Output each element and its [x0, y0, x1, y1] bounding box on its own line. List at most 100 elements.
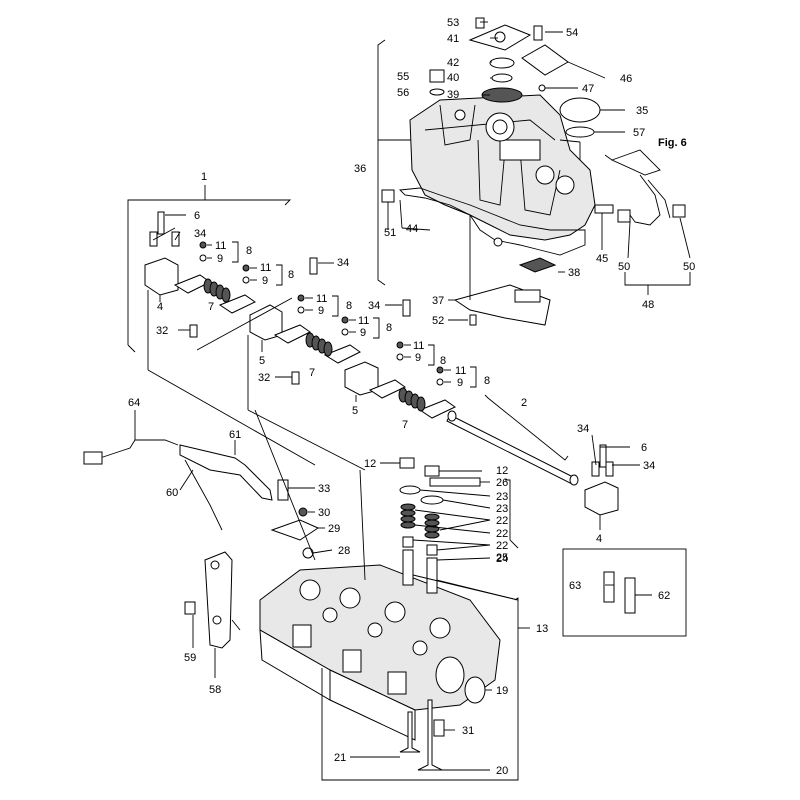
callout-19: 19	[496, 685, 508, 697]
rocker-support-4	[144, 257, 179, 296]
part-21	[399, 711, 421, 753]
callout-9b: 9	[262, 275, 268, 287]
callout-38: 38	[568, 267, 580, 279]
part-19	[464, 676, 486, 704]
cover-gasket	[399, 187, 586, 256]
callout-41: 41	[447, 33, 459, 45]
part-40	[491, 73, 513, 83]
callout-5a: 5	[259, 355, 265, 367]
callout-59: 59	[184, 652, 196, 664]
callout-63: 63	[569, 580, 581, 592]
figure-reference: Fig. 6	[658, 137, 687, 149]
spring-7c	[398, 387, 426, 412]
valve-stack-right	[420, 465, 481, 594]
callout-58: 58	[209, 684, 221, 696]
part-42	[489, 57, 515, 69]
callout-57: 57	[633, 127, 645, 139]
callout-29: 29	[328, 523, 340, 535]
callout-34c: 34	[368, 300, 380, 312]
part-28	[302, 547, 314, 559]
callout-8d: 8	[386, 322, 392, 334]
callout-8c: 8	[346, 300, 352, 312]
callout-8b: 8	[288, 269, 294, 281]
part-61	[179, 444, 273, 501]
callout-31: 31	[462, 725, 474, 737]
part-35	[559, 97, 601, 123]
callout-47: 47	[582, 83, 594, 95]
part-54	[533, 25, 543, 41]
cylinder-head-assembly	[83, 409, 687, 781]
callout-11a: 11	[215, 240, 226, 252]
callout-28: 28	[338, 545, 350, 557]
part-56	[429, 88, 445, 96]
callout-53: 53	[447, 17, 459, 29]
callout-4b: 4	[596, 533, 602, 545]
inset-box	[562, 548, 687, 637]
part-33	[277, 479, 289, 501]
callout-26: 26	[496, 477, 508, 489]
callout-37: 37	[432, 295, 444, 307]
callout-34b: 34	[337, 257, 349, 269]
callout-11d: 11	[358, 315, 369, 327]
callout-33: 33	[318, 483, 330, 495]
callout-21: 21	[334, 752, 346, 764]
part-46	[521, 44, 569, 76]
callout-23b: 23	[496, 503, 508, 515]
part-58	[204, 551, 233, 649]
callout-54: 54	[566, 27, 578, 39]
callout-9d: 9	[360, 327, 366, 339]
callout-8f: 8	[484, 375, 490, 387]
callout-22a: 22	[496, 515, 508, 527]
spring-7b	[305, 332, 333, 357]
part-53	[475, 17, 485, 29]
callout-51: 51	[384, 227, 396, 239]
part-59	[184, 601, 196, 615]
part-29	[270, 519, 320, 541]
callout-12b: 12	[496, 465, 508, 477]
callout-7b: 7	[309, 367, 315, 379]
callout-55: 55	[397, 71, 409, 83]
callout-11f: 11	[455, 365, 466, 377]
callout-9f: 9	[457, 377, 463, 389]
callout-11c: 11	[316, 293, 327, 305]
valve-stack-left	[399, 457, 421, 586]
rocker-arm-assembly	[127, 185, 640, 530]
callout-56: 56	[397, 87, 409, 99]
callout-61: 61	[229, 429, 241, 441]
callout-32a: 32	[156, 325, 168, 337]
callout-39: 39	[447, 89, 459, 101]
callout-4a: 4	[157, 301, 163, 313]
callout-34e: 34	[643, 460, 655, 472]
callout-46: 46	[620, 73, 632, 85]
callout-32b: 32	[258, 372, 270, 384]
callout-23a: 23	[496, 491, 508, 503]
callout-1: 1	[201, 171, 207, 183]
callout-9a: 9	[217, 253, 223, 265]
rocker-support-4b	[584, 481, 619, 516]
callout-13: 13	[536, 623, 548, 635]
breather-hose	[629, 174, 661, 226]
callout-64: 64	[128, 397, 140, 409]
spring-7a	[203, 278, 231, 303]
callout-25: 25	[496, 552, 508, 564]
callout-11e: 11	[413, 340, 424, 352]
callout-48: 48	[642, 299, 654, 311]
callout-52: 52	[432, 315, 444, 327]
callout-34d: 34	[577, 423, 589, 435]
callout-60: 60	[166, 487, 178, 499]
callout-12a: 12	[364, 458, 376, 470]
part-55	[429, 69, 445, 83]
callout-22b: 22	[496, 528, 508, 540]
callout-8a: 8	[246, 245, 252, 257]
callout-30: 30	[318, 507, 330, 519]
rocker-shaft	[446, 414, 576, 485]
callout-7a: 7	[208, 301, 214, 313]
callout-5b: 5	[352, 405, 358, 417]
callout-45: 45	[596, 253, 608, 265]
callout-40: 40	[447, 72, 459, 84]
part-52	[469, 314, 477, 326]
callout-22c: 22	[496, 540, 508, 552]
part-31	[433, 719, 445, 737]
callout-8e: 8	[440, 355, 446, 367]
